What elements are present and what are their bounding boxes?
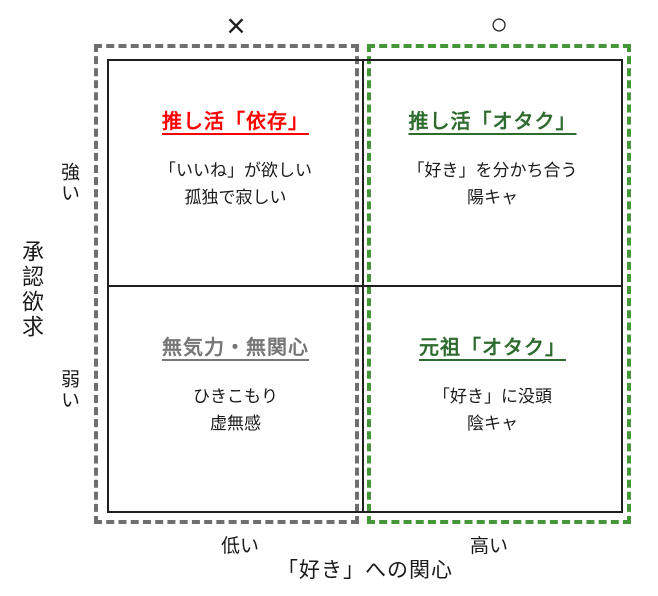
quadrant-description-line: 陽キャ: [467, 188, 518, 207]
quadrant-bottom-right: 元祖「オタク」 「好き」に没頭 陰キャ: [364, 287, 621, 511]
quadrant-top-right: 推し活「オタク」 「好き」を分かち合う 陽キャ: [364, 61, 621, 283]
quadrant-description-line: 「好き」に没頭: [433, 387, 552, 406]
left-group-dashed-outline: [94, 44, 359, 524]
x-axis-title: 「好き」への関心: [277, 559, 453, 582]
quadrant-description-line: 孤独で寂しい: [184, 188, 287, 207]
circle-mark-icon: ○: [489, 8, 509, 41]
quadrant-description-line: 陰キャ: [467, 414, 518, 433]
quadrant-bottom-left: 無気力・無関心 ひきこもり 虚無感: [109, 287, 362, 511]
quadrant-title: 推し活「依存」: [162, 111, 309, 133]
quadrant-description-line: 虚無感: [210, 414, 261, 433]
x-axis-left-label: 低い: [220, 536, 259, 557]
quadrant-title: 元祖「オタク」: [419, 337, 566, 359]
right-group-dashed-outline: [367, 44, 631, 524]
quadrant-description-line: ひきこもり: [193, 387, 278, 406]
y-axis-bottom-label: 弱い: [58, 369, 79, 411]
quadrant-title: 推し活「オタク」: [408, 111, 577, 133]
y-axis-top-label: 強い: [58, 162, 79, 204]
quadrant-top-left: 推し活「依存」 「いいね」が欲しい 孤独で寂しい: [109, 61, 362, 283]
quadrant-title: 無気力・無関心: [162, 337, 309, 359]
matrix-horizontal-divider: [107, 285, 623, 287]
y-axis-title: 承認欲求: [19, 240, 44, 340]
cross-mark-icon: ×: [226, 6, 246, 44]
quadrant-description-line: 「いいね」が欲しい: [159, 161, 312, 180]
quadrant-description-line: 「好き」を分かち合う: [407, 161, 578, 180]
x-axis-right-label: 高い: [469, 536, 508, 557]
